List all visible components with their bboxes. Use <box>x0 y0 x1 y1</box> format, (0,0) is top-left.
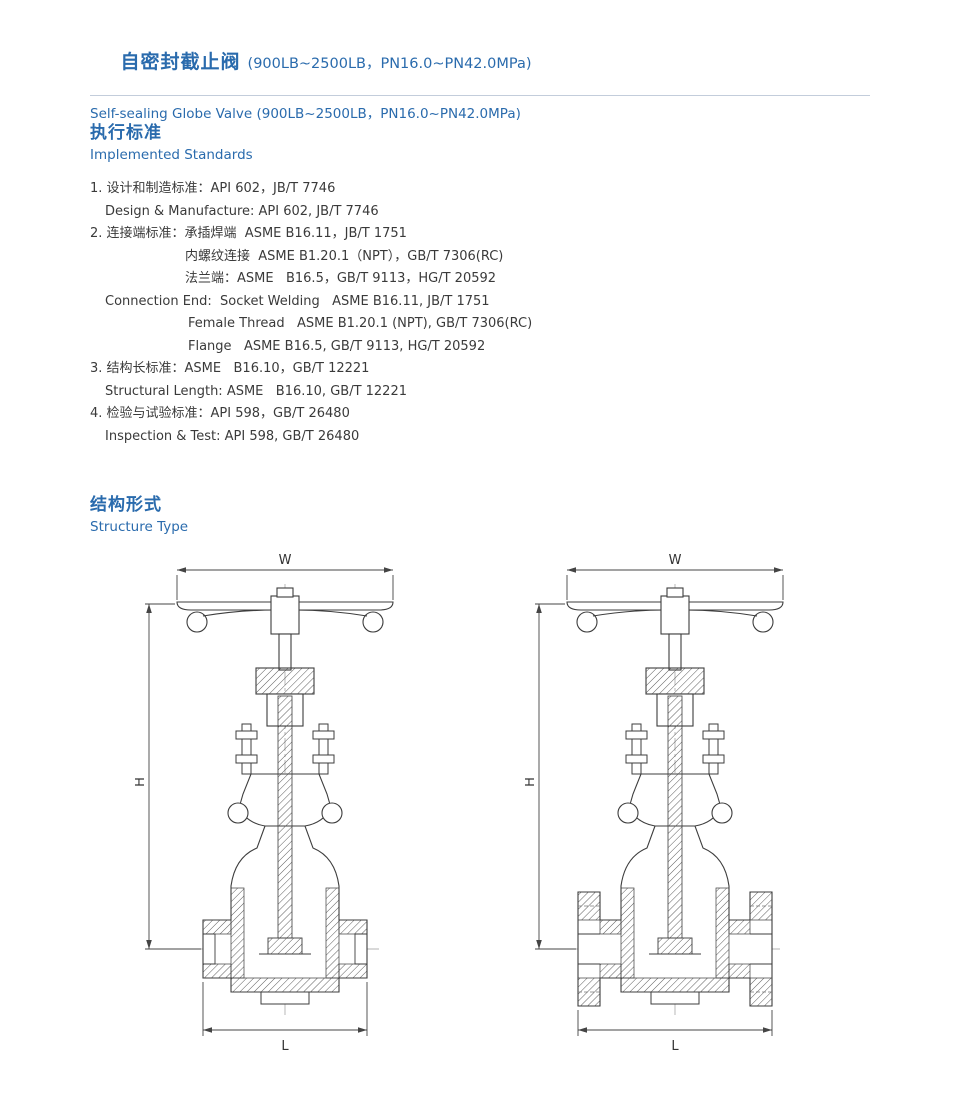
dim-label-h: H <box>525 777 538 787</box>
standard-line: 3. 结构长标准：ASME B16.10，GB/T 12221 <box>90 361 370 376</box>
structure-drawings: W H L <box>0 552 960 1072</box>
valve-body <box>577 695 773 1007</box>
standard-line: Design & Manufacture: API 602, JB/T 7746 <box>105 203 379 219</box>
standard-line: Flange ASME B16.5, GB/T 9113, HG/T 20592 <box>188 338 486 354</box>
bonnet-bolts <box>235 723 335 775</box>
valve-drawing-flanged: W H L <box>525 553 784 1054</box>
standard-line: Connection End: Socket Welding ASME B16.… <box>105 293 490 309</box>
dim-label-l: L <box>671 1039 679 1054</box>
bottom-cap <box>260 991 310 1005</box>
valve-body <box>202 695 368 1005</box>
bottom-cap <box>650 991 700 1005</box>
standard-line: 4. 检验与试验标准：API 598，GB/T 26480 <box>90 406 350 421</box>
title-spec: (900LB~2500LB，PN16.0~PN42.0MPa) <box>247 56 532 72</box>
standards-section: 执行标准 Implemented Standards 1. 设计和制造标准：AP… <box>90 118 870 448</box>
header-divider <box>90 95 870 96</box>
valve-drawing-socket-weld: W H L <box>135 553 394 1054</box>
standard-line: 2. 连接端标准：承插焊端 ASME B16.11，JB/T 1751 <box>90 226 407 241</box>
title-en: Self-sealing Globe Valve (900LB~2500LB，P… <box>90 106 521 122</box>
page-title: 自密封截止阀 (900LB~2500LB，PN16.0~PN42.0MPa) <box>90 28 870 93</box>
standard-line: 1. 设计和制造标准：API 602，JB/T 7746 <box>90 181 336 196</box>
handwheel <box>566 587 784 635</box>
dim-label-w: W <box>279 553 292 568</box>
handwheel <box>176 587 394 635</box>
stem-passage <box>277 695 293 939</box>
standards-list: 1. 设计和制造标准：API 602，JB/T 7746 Design & Ma… <box>90 178 870 448</box>
valve-disc <box>657 937 693 955</box>
valve-disc <box>267 937 303 955</box>
standard-line: Inspection & Test: API 598, GB/T 26480 <box>105 428 360 444</box>
dimension-arrows <box>536 567 783 1033</box>
dim-label-w: W <box>669 553 682 568</box>
standard-line: 法兰端：ASME B16.5，GB/T 9113，HG/T 20592 <box>185 271 497 286</box>
standard-line: Female Thread ASME B1.20.1 (NPT), GB/T 7… <box>188 316 533 331</box>
dimension-lines <box>535 569 784 1036</box>
structure-heading-en: Structure Type <box>90 519 189 535</box>
structure-heading-zh: 结构形式 <box>90 495 162 515</box>
page-header: 自密封截止阀 (900LB~2500LB，PN16.0~PN42.0MPa) Se… <box>90 28 870 122</box>
standard-line: 内螺纹连接 ASME B1.20.1（NPT），GB/T 7306(RC) <box>185 248 504 264</box>
stem-passage <box>667 695 683 939</box>
standard-line: Structural Length: ASME B16.10, GB/T 122… <box>105 383 407 399</box>
structure-section: 结构形式 Structure Type <box>90 490 870 535</box>
dimension-lines <box>145 569 394 1036</box>
standards-heading-en: Implemented Standards <box>90 147 253 163</box>
standards-heading-zh: 执行标准 <box>90 123 162 143</box>
dim-label-l: L <box>281 1039 289 1054</box>
flange-bolt-lines <box>578 905 772 993</box>
title-zh: 自密封截止阀 <box>120 51 241 73</box>
dimension-arrows <box>146 567 393 1033</box>
dim-label-h: H <box>135 777 148 787</box>
bonnet-bolts <box>625 723 725 775</box>
